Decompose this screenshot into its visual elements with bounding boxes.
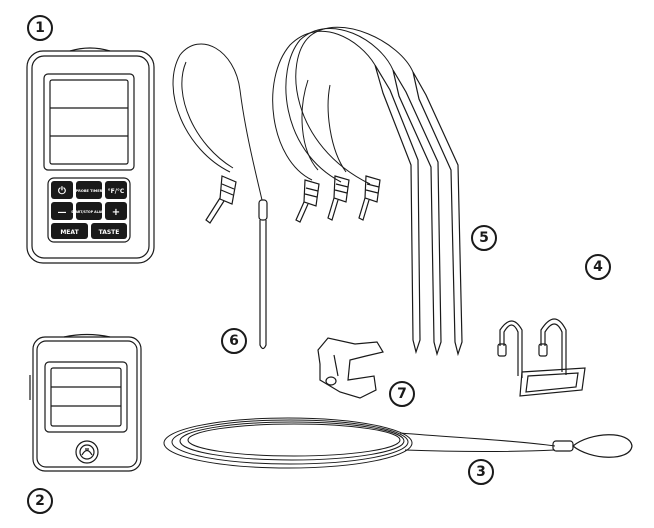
- probe-wire: [181, 61, 234, 169]
- probe-handle: [258, 199, 268, 221]
- ambient-probe: [172, 43, 268, 350]
- jack-plug: [358, 175, 381, 221]
- receiver-hang-tab: [69, 47, 111, 52]
- unit-toggle-button[interactable]: [105, 181, 127, 199]
- clip-wire: [503, 324, 519, 376]
- transmitter-screen-frame: [44, 361, 128, 433]
- clip-base: [519, 367, 586, 397]
- callout-2: 2: [27, 488, 53, 514]
- cable-connector: [552, 440, 574, 452]
- meat-label: MEAT: [60, 229, 79, 236]
- probe-wire: [301, 79, 319, 171]
- cable-coil: [163, 417, 413, 469]
- jack-plug: [205, 175, 237, 224]
- meat-button[interactable]: [51, 223, 88, 239]
- transmitter-unit: [29, 333, 142, 472]
- start-stop-label: START/STOP ALARM: [71, 210, 107, 214]
- probe-needle: [374, 64, 421, 355]
- cable-coil: [187, 423, 401, 457]
- coiled-probe-cable: [163, 417, 633, 469]
- cable-coil: [171, 419, 409, 465]
- receiver-screen-frame: [43, 73, 135, 171]
- unit-toggle-label: °F/°C: [108, 188, 125, 195]
- brand-logo: [75, 440, 99, 464]
- plus-label: +: [112, 207, 120, 218]
- clip-wire: [540, 318, 567, 375]
- receiver-unit: ⏻ PROBE TIMER °F/°C — START/STOP ALARM +…: [26, 47, 155, 264]
- probe-needle: [259, 220, 267, 350]
- callout-1: 1: [27, 15, 53, 41]
- probe-wire: [272, 30, 376, 181]
- grate-clip-hole: [325, 376, 337, 386]
- callout-5: 5: [471, 225, 497, 251]
- keypad-frame: [47, 177, 131, 243]
- receiver-bezel: [31, 55, 150, 259]
- probe-wire: [327, 84, 347, 173]
- cable-coil: [179, 421, 405, 461]
- callout-7: 7: [389, 381, 415, 407]
- cable-loop: [572, 434, 633, 458]
- transmitter-bezel: [36, 340, 138, 468]
- callout-6: 6: [221, 328, 247, 354]
- minus-label: —: [58, 208, 67, 218]
- callout-3: 3: [468, 459, 494, 485]
- probe-set: [272, 26, 463, 357]
- start-stop-button[interactable]: [76, 202, 102, 220]
- transmitter-screen: [50, 367, 122, 427]
- cable-tail: [404, 449, 556, 452]
- probe-wire: [295, 26, 414, 185]
- receiver-screen: [49, 79, 129, 165]
- clip-base-inner: [525, 372, 579, 393]
- clip-tip: [497, 343, 507, 357]
- grate-clip: [317, 337, 384, 399]
- taste-label: TASTE: [99, 229, 120, 236]
- probe-timer-button[interactable]: [76, 181, 102, 199]
- probe-needle: [412, 71, 463, 357]
- probe-wire: [285, 28, 394, 183]
- probe-timer-label: PROBE TIMER: [76, 189, 103, 193]
- minus-button[interactable]: [51, 202, 73, 220]
- jack-plug: [327, 175, 350, 221]
- probe-needle: [392, 69, 442, 357]
- clip-tip: [538, 343, 548, 357]
- callout-4: 4: [585, 254, 611, 280]
- power-icon: ⏻: [58, 185, 66, 197]
- clip-wire: [499, 320, 523, 378]
- clip-wire: [544, 323, 563, 372]
- transmitter-body: [32, 336, 142, 472]
- jack-plug: [295, 179, 320, 223]
- receiver-body: [26, 50, 155, 264]
- cable-tail: [399, 432, 556, 447]
- transmitter-hang-tab: [63, 333, 111, 338]
- plus-button[interactable]: [105, 202, 127, 220]
- grate-clip-edge: [333, 354, 339, 377]
- probe-clips: [497, 318, 586, 397]
- probe-wire: [172, 43, 263, 201]
- power-button[interactable]: [51, 181, 73, 199]
- taste-button[interactable]: [91, 223, 127, 239]
- grate-clip-body: [317, 337, 384, 399]
